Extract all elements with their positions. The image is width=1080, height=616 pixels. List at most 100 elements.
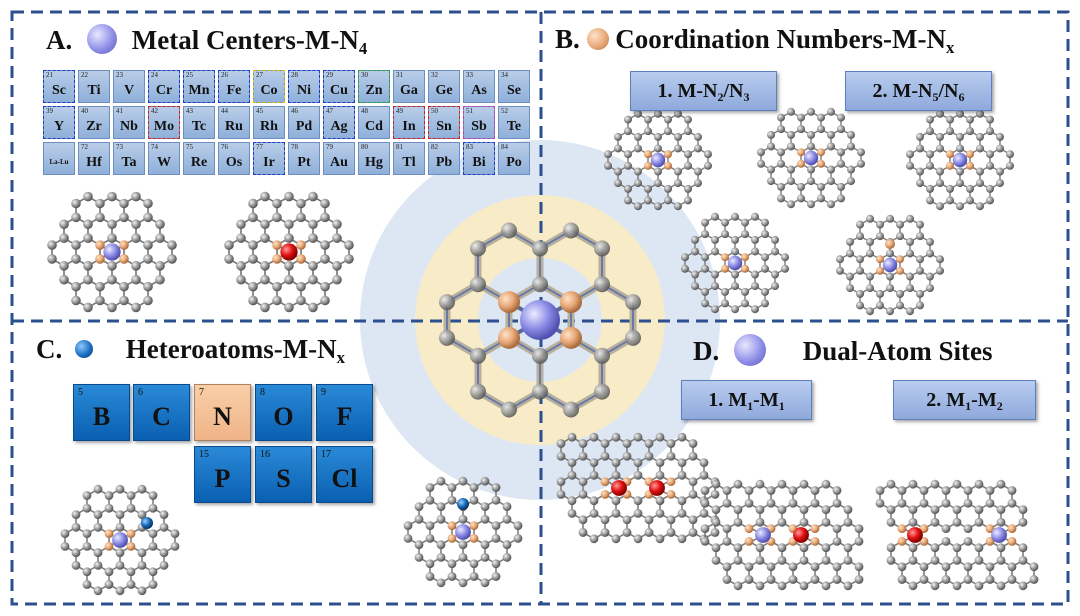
carbon-atom — [807, 177, 815, 186]
carbon-atom — [93, 522, 103, 532]
carbon-atom — [821, 581, 831, 591]
carbon-atom — [131, 274, 141, 285]
element-number: 32 — [431, 71, 438, 79]
carbon-atom — [82, 567, 92, 577]
carbon-atom — [332, 219, 342, 230]
carbon-atom — [491, 559, 501, 569]
label-subscript: 1 — [965, 399, 972, 413]
carbon-atom — [777, 581, 787, 591]
element-symbol: Ni — [297, 83, 311, 98]
carbon-atom — [919, 575, 929, 584]
nitrogen-atom — [272, 254, 282, 264]
carbon-atom — [684, 150, 692, 159]
carbon-atom — [876, 220, 884, 229]
panel-a-letter: A. — [46, 25, 73, 55]
carbon-atom — [1018, 556, 1028, 565]
carbon-atom — [480, 476, 490, 486]
element-number: 28 — [291, 71, 298, 79]
carbon-atom — [897, 486, 907, 495]
carbon-atom — [59, 219, 69, 230]
carbon-atom — [847, 142, 855, 151]
nitrogen-atom — [560, 326, 582, 349]
carbon-atom — [936, 144, 944, 153]
carbon-atom — [996, 505, 1006, 514]
carbon-atom — [155, 274, 165, 285]
carbon-atom — [556, 489, 566, 499]
carbon-atom — [148, 541, 158, 551]
carbon-atom — [284, 191, 294, 202]
carbon-atom — [985, 575, 995, 584]
carbon-atom — [633, 470, 643, 480]
carbon-atom — [624, 127, 632, 136]
carbon-atom — [897, 498, 907, 508]
label-text: 2. M-N — [872, 80, 933, 102]
carbon-atom — [744, 562, 754, 572]
carbon-atom — [502, 540, 512, 550]
carbon-atom — [491, 533, 501, 543]
carbon-atom — [578, 528, 588, 537]
carbon-atom — [248, 281, 258, 292]
carbon-atom — [502, 514, 512, 524]
carbon-atom — [936, 179, 944, 188]
element-number: 26 — [221, 71, 228, 79]
element-number: 8 — [260, 387, 265, 398]
carbon-atom — [170, 541, 180, 551]
carbon-atom — [83, 261, 93, 271]
element-number: 9 — [321, 387, 326, 398]
carbon-atom — [986, 196, 994, 205]
element-symbol: N — [213, 402, 232, 431]
carbon-atom — [654, 179, 662, 188]
carbon-atom — [926, 237, 934, 246]
carbon-atom — [159, 561, 169, 570]
carbon-atom — [137, 548, 147, 558]
carbon-atom — [755, 543, 765, 553]
carbon-atom — [578, 489, 588, 499]
carbon-atom — [60, 541, 70, 551]
carbon-atom — [633, 458, 643, 467]
carbon-atom — [654, 132, 662, 141]
carbon-atom — [414, 540, 424, 550]
element-number: 76 — [221, 143, 228, 151]
carbon-atom — [578, 477, 588, 487]
carbon-atom — [711, 282, 719, 291]
carbon-atom — [886, 307, 894, 316]
label-text: 1. M-N — [657, 80, 718, 102]
carbon-atom — [733, 505, 743, 514]
structure-label-button: 2. M1-M2 — [893, 380, 1036, 420]
carbon-atom — [320, 240, 330, 250]
carbon-atom — [963, 536, 973, 546]
carbon-atom — [974, 517, 984, 527]
carbon-atom — [104, 567, 114, 577]
carbon-atom — [93, 586, 103, 596]
carbon-atom — [1007, 498, 1017, 508]
element-number: 47 — [326, 107, 333, 115]
m-n4-structure-1 — [47, 191, 177, 313]
carbon-atom — [787, 130, 795, 139]
nitrogen-atom — [447, 533, 457, 543]
carbon-atom — [95, 198, 105, 209]
carbon-atom — [916, 232, 924, 241]
carbon-atom — [875, 498, 885, 508]
metal-atom — [882, 257, 898, 273]
carbon-atom — [974, 581, 984, 591]
carbon-atom — [857, 159, 865, 168]
carbon-atom — [600, 451, 610, 461]
carbon-atom — [320, 212, 330, 223]
element-symbol: La-Lu — [49, 158, 69, 166]
carbon-atom — [143, 254, 153, 264]
element-number: 74 — [151, 143, 158, 151]
nitrogen-atom — [272, 240, 282, 250]
carbon-atom — [677, 432, 687, 442]
carbon-atom — [480, 502, 490, 511]
carbon-atom — [155, 233, 165, 243]
carbon-atom — [83, 219, 93, 230]
nitrogen-atom — [600, 477, 610, 487]
label-text: /N — [723, 80, 744, 102]
carbon-atom — [677, 534, 687, 544]
carbon-atom — [733, 556, 743, 565]
